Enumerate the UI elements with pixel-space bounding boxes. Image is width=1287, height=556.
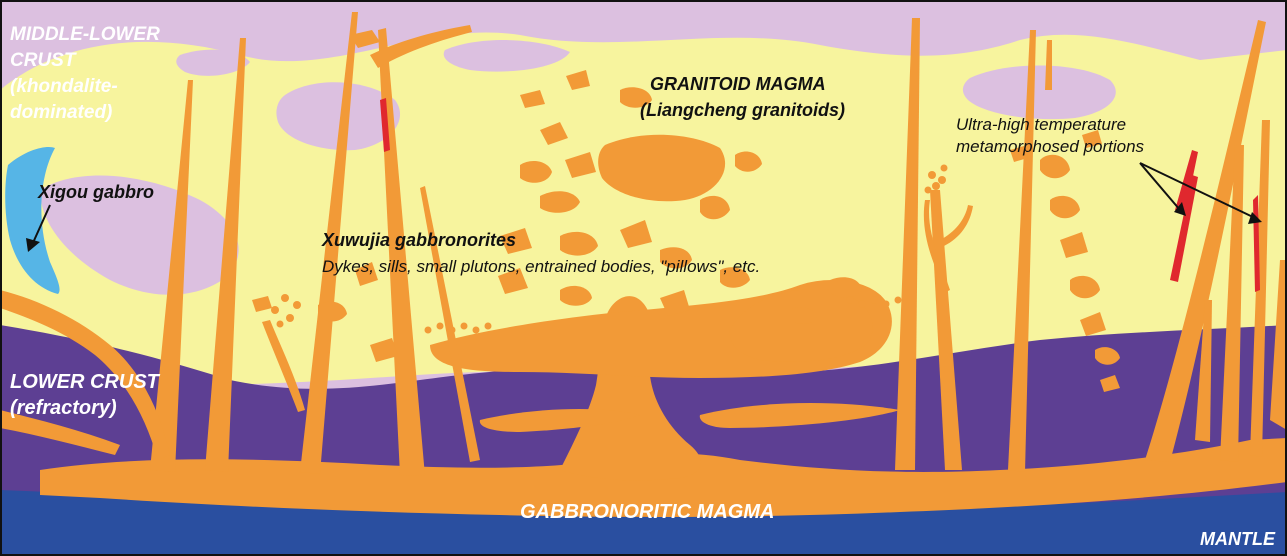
- label-lower-crust: LOWER CRUST: [10, 371, 161, 393]
- label-liangcheng-granitoids: (Liangcheng granitoids): [640, 100, 845, 120]
- label-granitoid-magma: GRANITOID MAGMA: [650, 74, 826, 94]
- label-xuwujia-gabbronorites: Xuwujia gabbronorites: [321, 230, 516, 250]
- label-gabbronoritic-magma: GABBRONORITIC MAGMA: [520, 501, 774, 523]
- label-uht-line2: metamorphosed portions: [956, 137, 1145, 156]
- label-xuwujia-description: Dykes, sills, small plutons, entrained b…: [322, 257, 760, 276]
- label-crust-line4: dominated): [10, 102, 112, 123]
- label-crust-line2: CRUST: [10, 50, 77, 71]
- label-uht-line1: Ultra-high temperature: [956, 115, 1126, 134]
- label-refractory: (refractory): [10, 397, 117, 419]
- label-xigou-gabbro: Xigou gabbro: [37, 182, 154, 202]
- label-crust-line1: MIDDLE-LOWER: [10, 24, 160, 45]
- label-mantle: MANTLE: [1200, 529, 1276, 549]
- label-crust-line3: (khondalite-: [10, 76, 118, 97]
